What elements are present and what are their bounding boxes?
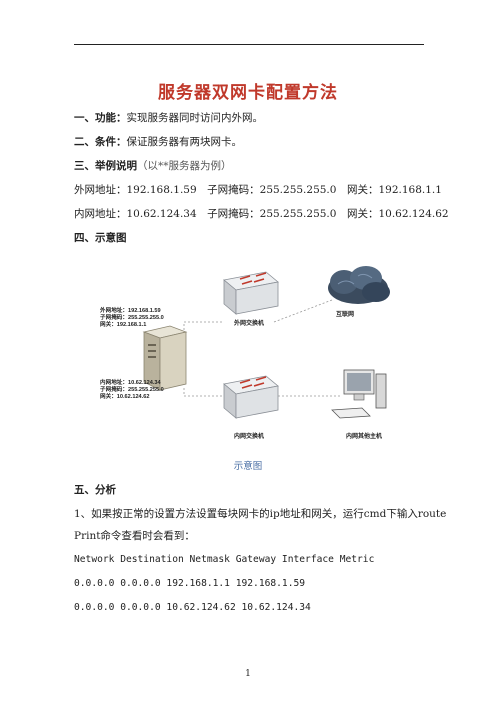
outer-network-line: 外网地址：192.168.1.59 子网掩码：255.255.255.0 网关：… [74, 184, 442, 196]
section-function: 一、功能：实现服务器同时访问内外网。 [74, 110, 263, 125]
document-title: 服务器双网卡配置方法 [158, 83, 338, 103]
inner-info-line: 内网地址：10.62.124.34 [100, 378, 162, 386]
section-example-heading: 三、举例说明 [74, 160, 137, 172]
route-table-row: 0.0.0.0 0.0.0.0 10.62.124.62 10.62.124.3… [74, 602, 311, 613]
section-condition-text: 保证服务器有两块网卡。 [126, 136, 243, 148]
inner-info-line: 子网掩码：255.255.255.0 [100, 385, 164, 393]
inner-switch-icon [223, 375, 279, 419]
analysis-paragraph-line: Print命令查看时会看到： [74, 530, 195, 542]
inner-info-block: 内网地址：10.62.124.34 子网掩码：255.255.255.0 网关：… [100, 378, 164, 400]
route-table-header: Network Destination Netmask Gateway Inte… [74, 554, 375, 565]
figure-caption: 示意图 [233, 461, 263, 472]
outer-info-block: 外网地址：192.168.1.59 子网掩码：255.255.255.0 网关：… [100, 306, 164, 328]
section-function-text: 实现服务器同时访问内外网。 [126, 112, 264, 124]
route-table-row: 0.0.0.0 0.0.0.0 192.168.1.1 192.168.1.59 [74, 578, 306, 589]
outer-switch-icon [223, 271, 279, 315]
inner-network-line: 内网地址：10.62.124.34 子网掩码：255.255.255.0 网关：… [74, 208, 449, 220]
page-number: 1 [245, 669, 251, 679]
host-label: 内网其他主机 [346, 432, 382, 440]
inner-switch-label: 内网交换机 [234, 432, 264, 440]
network-diagram: 外网交换机 互联网 外网地址：192.168.1.59 子网掩码：255.255… [100, 266, 390, 440]
internet-label: 互联网 [336, 310, 354, 318]
header-rule [74, 44, 424, 45]
section-analysis-heading: 五、分析 [74, 484, 116, 496]
section-example-note: （以**服务器为例） [137, 160, 232, 172]
section-condition: 二、条件：保证服务器有两块网卡。 [74, 134, 242, 149]
analysis-paragraph-line: 1、如果按正常的设置方法设置每块网卡的ip地址和网关，运行cmd下输入route [74, 508, 447, 520]
outer-switch-label: 外网交换机 [233, 319, 264, 327]
section-function-heading: 一、功能： [74, 112, 127, 124]
computer-icon [331, 369, 387, 419]
section-diagram-heading: 四、示意图 [74, 232, 127, 244]
cloud-icon [328, 266, 390, 304]
section-condition-heading: 二、条件： [74, 136, 127, 148]
outer-info-line: 网关：192.168.1.1 [100, 320, 146, 328]
outer-info-line: 外网地址：192.168.1.59 [100, 306, 161, 314]
section-example: 三、举例说明（以**服务器为例） [74, 158, 232, 173]
inner-info-line: 网关：10.62.124.62 [100, 392, 149, 400]
server-icon [142, 325, 188, 391]
outer-info-line: 子网掩码：255.255.255.0 [100, 313, 164, 321]
